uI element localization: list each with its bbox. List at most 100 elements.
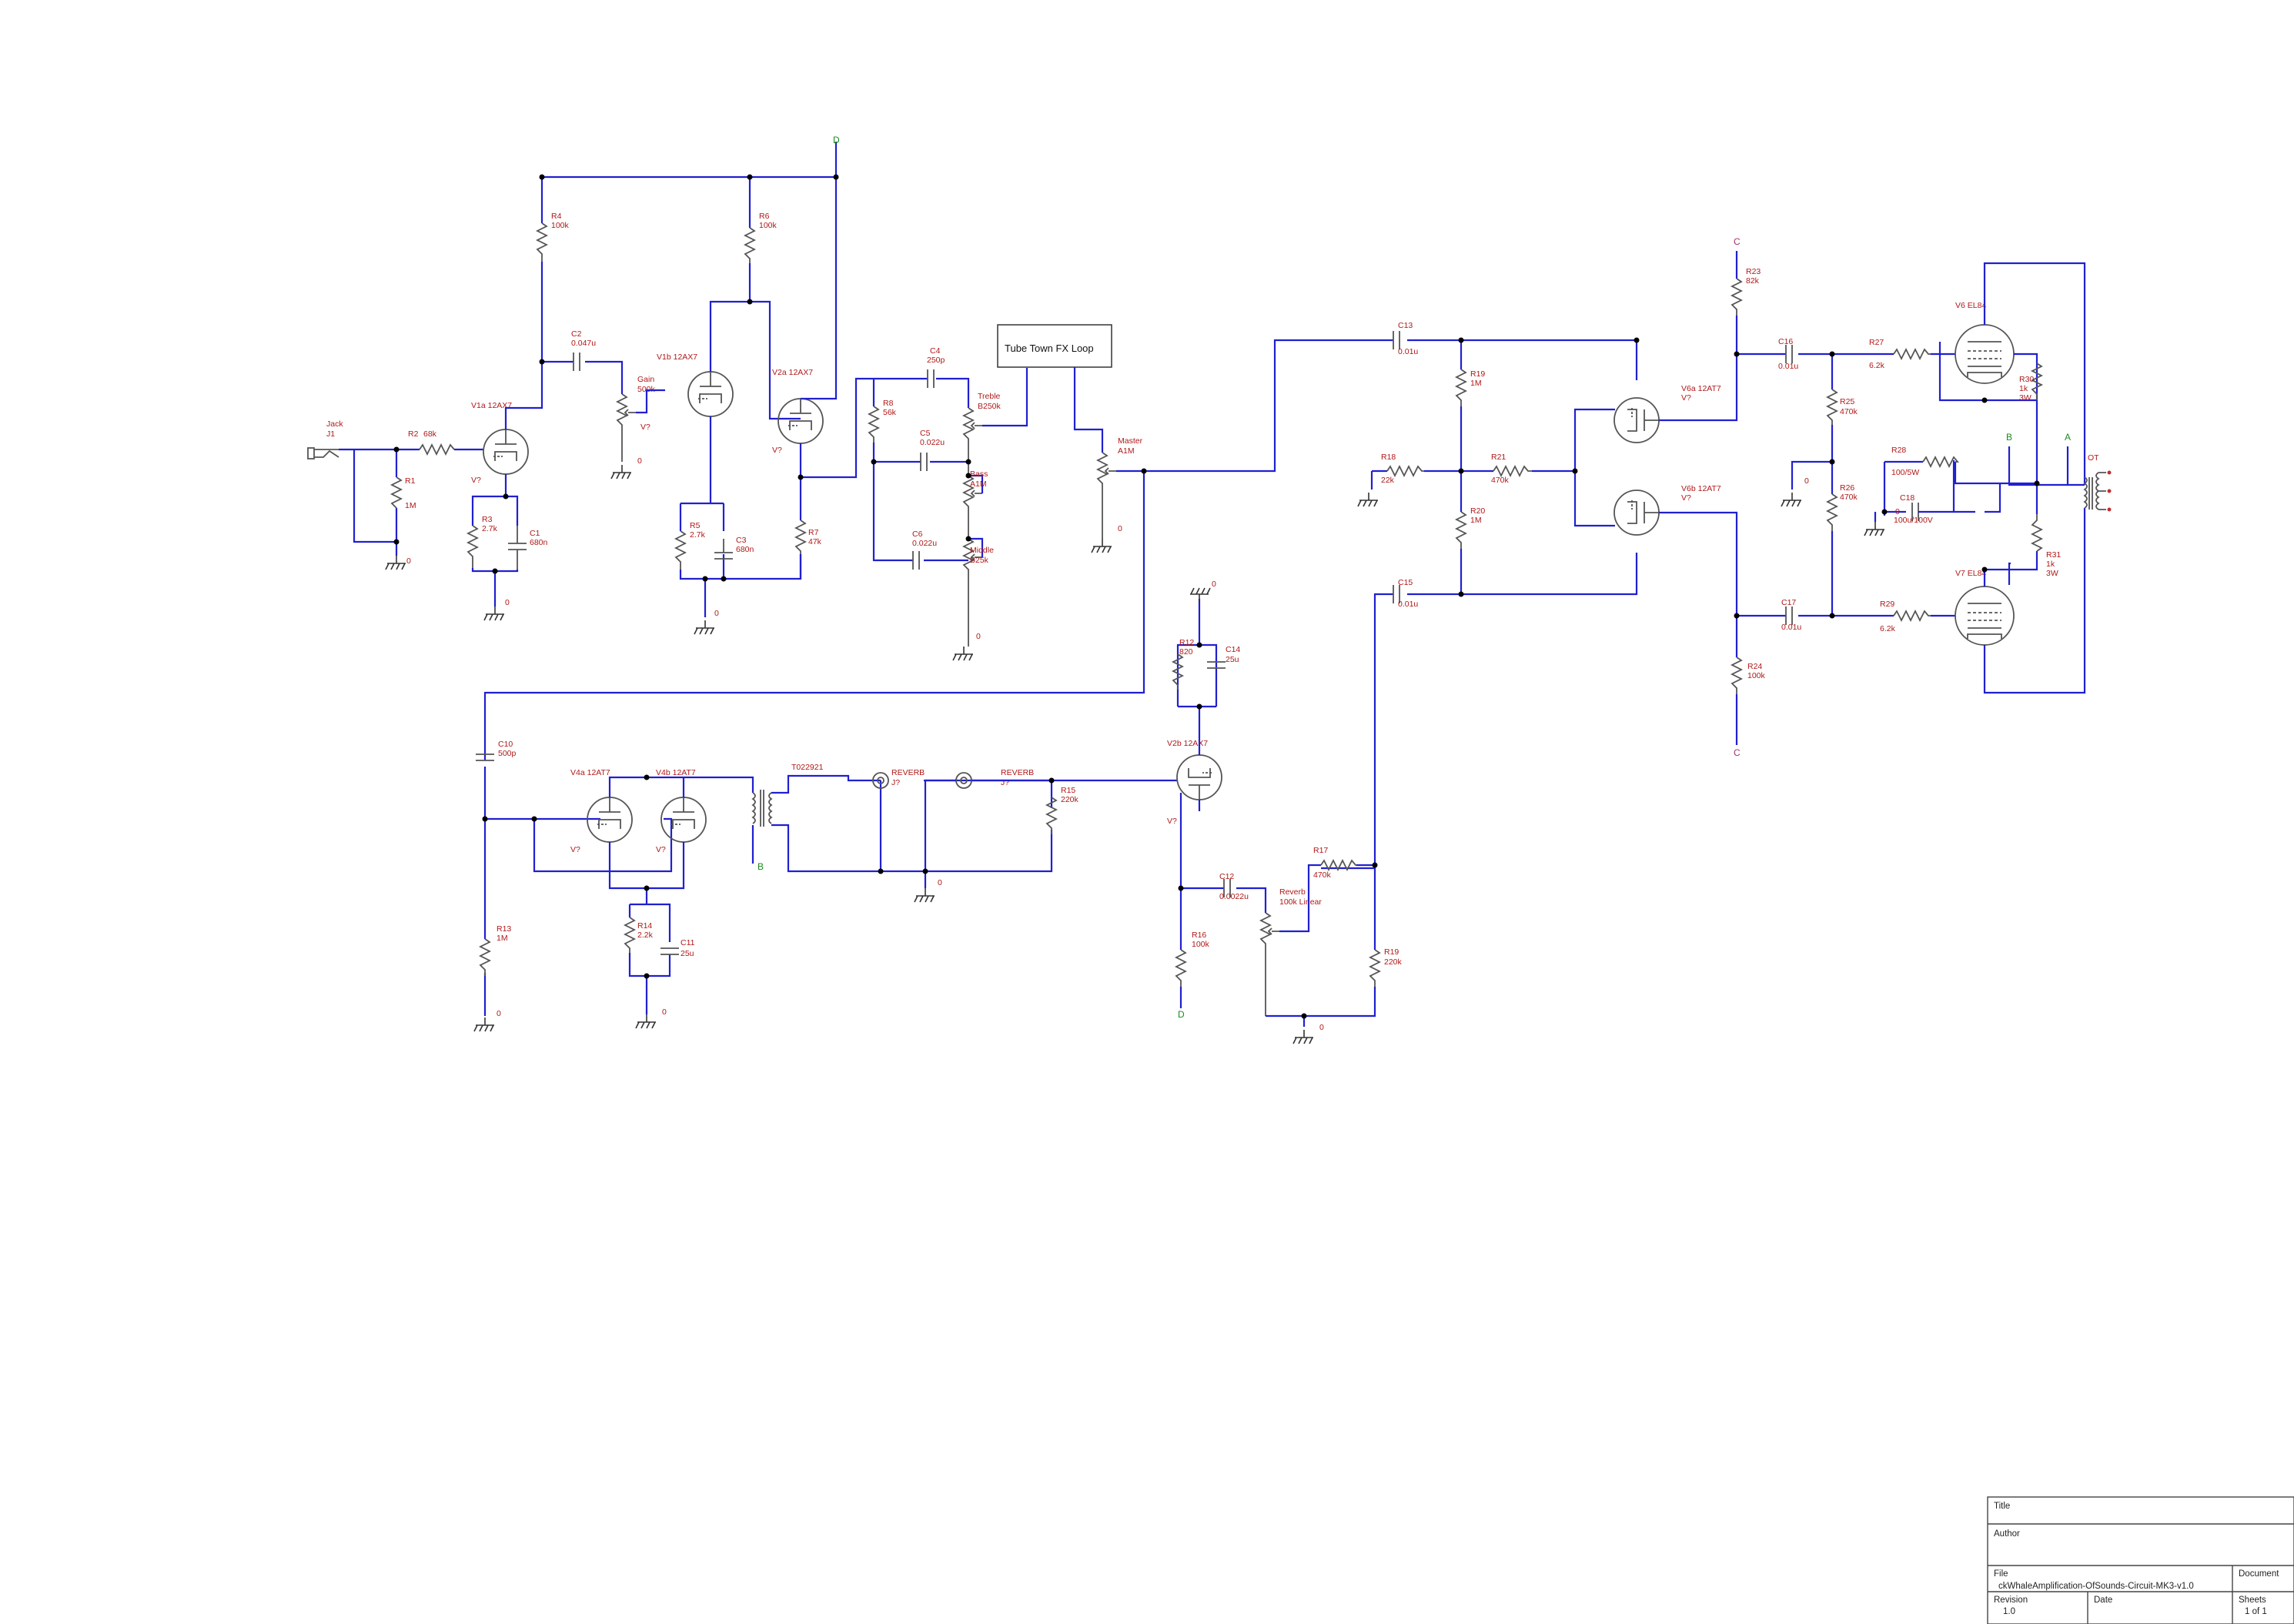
tube-v2a — [777, 398, 824, 444]
resistor-r14 — [623, 917, 637, 953]
potentiometer-reverb — [1259, 912, 1272, 1016]
svg-text:0: 0 — [938, 878, 942, 887]
capacitor-c10 — [476, 754, 494, 761]
svg-text:R28: R28 — [1891, 446, 1906, 455]
tube-v6 — [1955, 324, 2015, 384]
svg-text:R7: R7 — [808, 528, 819, 537]
resistor-r30 — [2030, 363, 2044, 400]
svg-text:56k: 56k — [883, 408, 897, 417]
potentiometer-gain — [615, 393, 629, 462]
svg-text:V4a 12AT7: V4a 12AT7 — [570, 768, 610, 777]
svg-text:Treble: Treble — [978, 392, 1001, 401]
svg-text:OT: OT — [2088, 453, 2099, 463]
svg-text:100k: 100k — [1192, 940, 1210, 949]
svg-text:C13: C13 — [1398, 321, 1413, 330]
svg-text:0: 0 — [637, 456, 642, 466]
title-label: Title — [1994, 1502, 2010, 1511]
svg-text:100k Linear: 100k Linear — [1279, 897, 1322, 907]
output-transformer — [2083, 470, 2112, 512]
svg-text:D: D — [1178, 1009, 1185, 1020]
svg-text:V?: V? — [1167, 817, 1177, 826]
svg-text:V4b 12AT7: V4b 12AT7 — [656, 768, 696, 777]
svg-text:R12: R12 — [1179, 638, 1194, 647]
svg-text:680n: 680n — [736, 545, 754, 554]
svg-text:680n: 680n — [530, 538, 548, 547]
rca-jack-reverb-send — [872, 772, 889, 789]
svg-text:R27: R27 — [1869, 338, 1884, 347]
svg-text:1M: 1M — [497, 934, 508, 943]
svg-text:D: D — [833, 135, 840, 145]
svg-text:R26: R26 — [1840, 483, 1854, 493]
resistor-r3 — [466, 525, 480, 568]
svg-text:1k: 1k — [2019, 384, 2028, 393]
resistor-r13 — [478, 938, 492, 976]
svg-text:R17: R17 — [1313, 846, 1328, 855]
revision-value: 1.0 — [2003, 1607, 2015, 1616]
svg-text:25u: 25u — [1226, 655, 1239, 664]
resistor-r6 — [743, 227, 757, 263]
resistor-r1 — [390, 476, 403, 509]
svg-text:R30: R30 — [2019, 375, 2034, 384]
capacitor-c16 — [1785, 345, 1793, 363]
svg-text:3W: 3W — [2019, 393, 2031, 403]
resistor-r21 — [1493, 464, 1532, 478]
svg-text:V6 EL84: V6 EL84 — [1955, 301, 1986, 310]
tube-v6a — [1613, 397, 1660, 443]
svg-text:0: 0 — [505, 598, 510, 607]
resistor-r2 — [419, 443, 455, 456]
svg-text:47k: 47k — [808, 537, 822, 546]
author-label: Author — [1994, 1529, 2020, 1539]
svg-text:C: C — [1734, 747, 1741, 758]
svg-text:B: B — [757, 861, 764, 872]
capacitor-c11 — [660, 947, 679, 955]
input-jack: Jack J1 — [307, 419, 343, 459]
svg-text:6.2k: 6.2k — [1880, 624, 1896, 633]
svg-text:C5: C5 — [920, 429, 931, 438]
svg-text:1M: 1M — [405, 501, 416, 510]
svg-text:Master: Master — [1118, 436, 1143, 446]
svg-text:68k: 68k — [423, 429, 437, 439]
capacitor-c5 — [920, 453, 928, 471]
resistor-r16 — [1174, 949, 1188, 987]
svg-text:220k: 220k — [1061, 795, 1079, 804]
svg-text:R6: R6 — [759, 212, 770, 221]
capacitor-c14 — [1207, 661, 1226, 669]
svg-text:C2: C2 — [571, 329, 582, 339]
document-label: Document — [2239, 1569, 2279, 1579]
svg-text:R20: R20 — [1470, 506, 1485, 516]
svg-text:6.2k: 6.2k — [1869, 361, 1885, 370]
svg-text:0: 0 — [406, 556, 411, 566]
resistor-r24 — [1730, 657, 1744, 694]
svg-text:T022921: T022921 — [791, 763, 824, 772]
tube-v1b — [687, 371, 734, 417]
svg-text:0: 0 — [1895, 507, 1900, 516]
svg-text:C: C — [1734, 236, 1741, 247]
svg-text:0.022u: 0.022u — [920, 438, 945, 447]
svg-text:R15: R15 — [1061, 786, 1075, 795]
resistor-r25 — [1825, 389, 1839, 425]
svg-text:R14: R14 — [637, 921, 652, 931]
svg-text:1k: 1k — [2046, 560, 2055, 569]
svg-text:C14: C14 — [1226, 645, 1240, 654]
svg-text:R18: R18 — [1381, 453, 1396, 462]
svg-text:100k: 100k — [759, 221, 777, 230]
resistor-r18 — [1386, 464, 1424, 478]
resistor-r17 — [1320, 858, 1356, 872]
resistor-r27 — [1893, 347, 1931, 361]
file-label: File — [1994, 1569, 2008, 1579]
svg-text:B25k: B25k — [970, 556, 989, 565]
svg-text:C4: C4 — [930, 346, 941, 356]
capacitor-c3 — [714, 539, 733, 560]
svg-text:A1M: A1M — [1118, 446, 1135, 456]
svg-text:0: 0 — [1804, 476, 1809, 486]
svg-text:C12: C12 — [1219, 872, 1234, 881]
svg-text:R8: R8 — [883, 399, 894, 408]
tube-v1a — [483, 429, 529, 475]
svg-text:V7 EL84: V7 EL84 — [1955, 569, 1986, 578]
svg-text:V?: V? — [1681, 493, 1691, 503]
svg-text:470k: 470k — [1840, 493, 1858, 502]
svg-text:470k: 470k — [1491, 476, 1510, 485]
svg-text:0: 0 — [497, 1009, 501, 1018]
svg-text:B: B — [2006, 432, 2012, 443]
